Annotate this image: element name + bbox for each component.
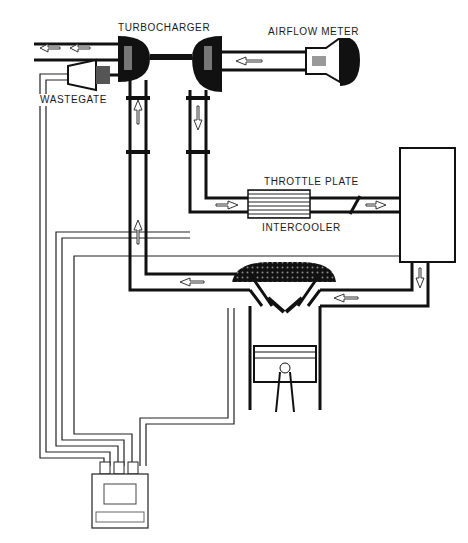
air-filter (340, 36, 360, 86)
pipes (34, 44, 428, 306)
throttle-pipe-wall (310, 197, 400, 200)
flow-arrow (416, 268, 424, 288)
connector (128, 462, 138, 474)
exhaust-pipe-wall (146, 80, 250, 274)
valves (268, 298, 302, 312)
charge-pipe-wall (206, 90, 248, 198)
pipe-flange (186, 96, 210, 100)
part-label: INTERCOOLER (260, 222, 343, 234)
intercooler-core (248, 190, 310, 218)
flow-arrow (334, 294, 358, 302)
meter-flap (312, 56, 326, 66)
connector (114, 462, 124, 474)
flow-arrow (236, 57, 262, 65)
exhaust-outlet-wall (34, 59, 120, 62)
intake-runner-wall (320, 262, 428, 306)
flow-arrow (134, 220, 142, 244)
wire (146, 308, 234, 466)
flow-arrow (180, 278, 204, 286)
intake-plenum (400, 148, 455, 262)
intercooler (248, 190, 310, 218)
cylinder-wall (250, 306, 320, 410)
hose (62, 238, 190, 466)
part-label: AIRFLOW METER (266, 26, 361, 38)
ecu-housing (92, 474, 148, 528)
ecu-panel (104, 484, 136, 504)
meter-body (306, 38, 340, 82)
flow-arrow (366, 201, 386, 209)
piston (254, 346, 316, 382)
wastegate (68, 60, 210, 154)
wastegate-actuator (68, 60, 96, 90)
hose (40, 74, 104, 466)
wire (140, 308, 228, 466)
cylinder-head (232, 262, 336, 282)
intake-pipe-wall (222, 69, 306, 72)
piston-pin (280, 363, 290, 373)
throttle-and-plenum (350, 148, 455, 262)
vacuum-hoses (40, 74, 400, 466)
flow-arrow (70, 44, 90, 52)
turbo-shaft (150, 54, 192, 60)
flow-arrow (194, 106, 202, 130)
part-label: THROTTLE PLATE (262, 176, 361, 188)
connector (100, 462, 110, 474)
piston-rings (254, 352, 316, 358)
flow-arrow (40, 44, 60, 52)
throttle-plate (350, 196, 360, 214)
pipe-flange (186, 150, 210, 154)
engine (232, 262, 336, 412)
flow-arrow (216, 201, 238, 209)
compressor-wheel (204, 46, 212, 70)
compressor-housing (192, 36, 222, 92)
flow-arrows (40, 44, 424, 302)
intake-pipe-wall (222, 51, 306, 54)
hose (74, 256, 400, 466)
exhaust-pipe-wall (130, 80, 250, 290)
connecting-rod (276, 372, 294, 412)
ports (250, 274, 320, 306)
part-label: WASTEGATE (38, 94, 109, 106)
wastegate-rod (110, 74, 132, 77)
wastegate-diaphragm (96, 66, 110, 84)
flow-arrow (134, 100, 142, 124)
throttle-pipe-wall (310, 211, 400, 214)
airflow-meter (306, 36, 360, 86)
hose (56, 232, 190, 466)
ecu-box (92, 462, 148, 528)
ecu-panel (96, 512, 144, 522)
turbine-wheel (124, 46, 132, 70)
turbocharger (118, 36, 222, 92)
part-label: TURBOCHARGER (116, 22, 212, 34)
pipe-flange (126, 150, 150, 154)
